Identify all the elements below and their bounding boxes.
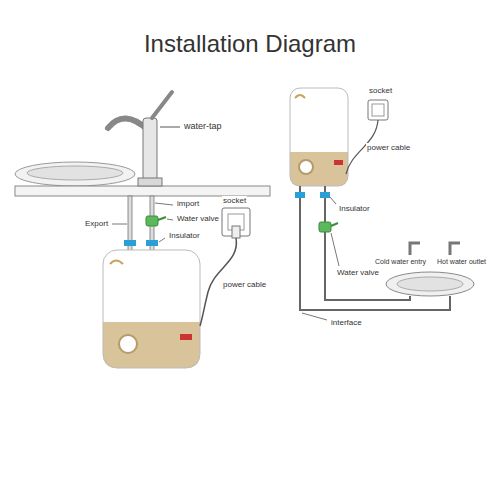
heater-badge [180, 334, 192, 340]
heater-outline [103, 250, 200, 368]
water-valve [319, 222, 331, 232]
insulator-ring [295, 192, 305, 198]
leader-line [160, 127, 180, 128]
leader-line [159, 238, 165, 242]
part-label: Insulator [338, 204, 371, 213]
insulator-ring [320, 192, 330, 198]
leader-line [330, 197, 336, 204]
wash-basin [386, 272, 474, 296]
leader-line [167, 219, 173, 220]
leader-line [331, 233, 339, 266]
sink-basin [27, 166, 123, 180]
cold-tap [410, 243, 420, 255]
heater-dial [119, 335, 137, 353]
plug [232, 226, 240, 238]
part-label: interface [330, 318, 363, 327]
basin-bowl [397, 277, 463, 291]
part-label: power cable [222, 280, 267, 289]
heater-body [103, 250, 200, 368]
heater-badge [334, 160, 343, 165]
water-valve [146, 216, 158, 226]
valve-handle [158, 217, 166, 220]
heater-base [103, 322, 200, 368]
counter-top [15, 186, 270, 196]
insulator-ring [146, 240, 158, 246]
part-label: Cold water entry [374, 258, 427, 266]
heater-logo [110, 261, 123, 265]
socket-plate [368, 100, 388, 120]
sink-bowl [15, 162, 135, 186]
faucet-lever [152, 92, 172, 118]
faucet-body [143, 118, 157, 180]
part-label: socket [222, 196, 247, 205]
valve-handle [331, 223, 338, 226]
part-label: import [176, 199, 200, 208]
diagram-title: Installation Diagram [0, 30, 500, 58]
faucet-base [138, 178, 162, 186]
heater-outline [290, 88, 348, 186]
part-label: Hot water outlet [436, 258, 487, 266]
part-label: Water valve [336, 268, 380, 277]
heater-base [290, 152, 348, 186]
hot-tap [450, 243, 460, 255]
part-label: Export [84, 219, 109, 228]
heater-body [290, 88, 348, 186]
part-label: Water valve [176, 214, 220, 223]
part-label: water-tap [183, 121, 223, 131]
insulator-ring [124, 240, 136, 246]
part-label: power cable [366, 143, 411, 152]
leader-line [112, 224, 127, 225]
leader-line [302, 313, 327, 320]
part-label: socket [368, 86, 393, 95]
leader-line [155, 203, 173, 205]
heater-dial [299, 160, 313, 174]
faucet-spout [108, 118, 148, 130]
heater-logo [295, 95, 305, 98]
socket-face [372, 104, 384, 116]
part-label: Insulator [168, 231, 201, 240]
